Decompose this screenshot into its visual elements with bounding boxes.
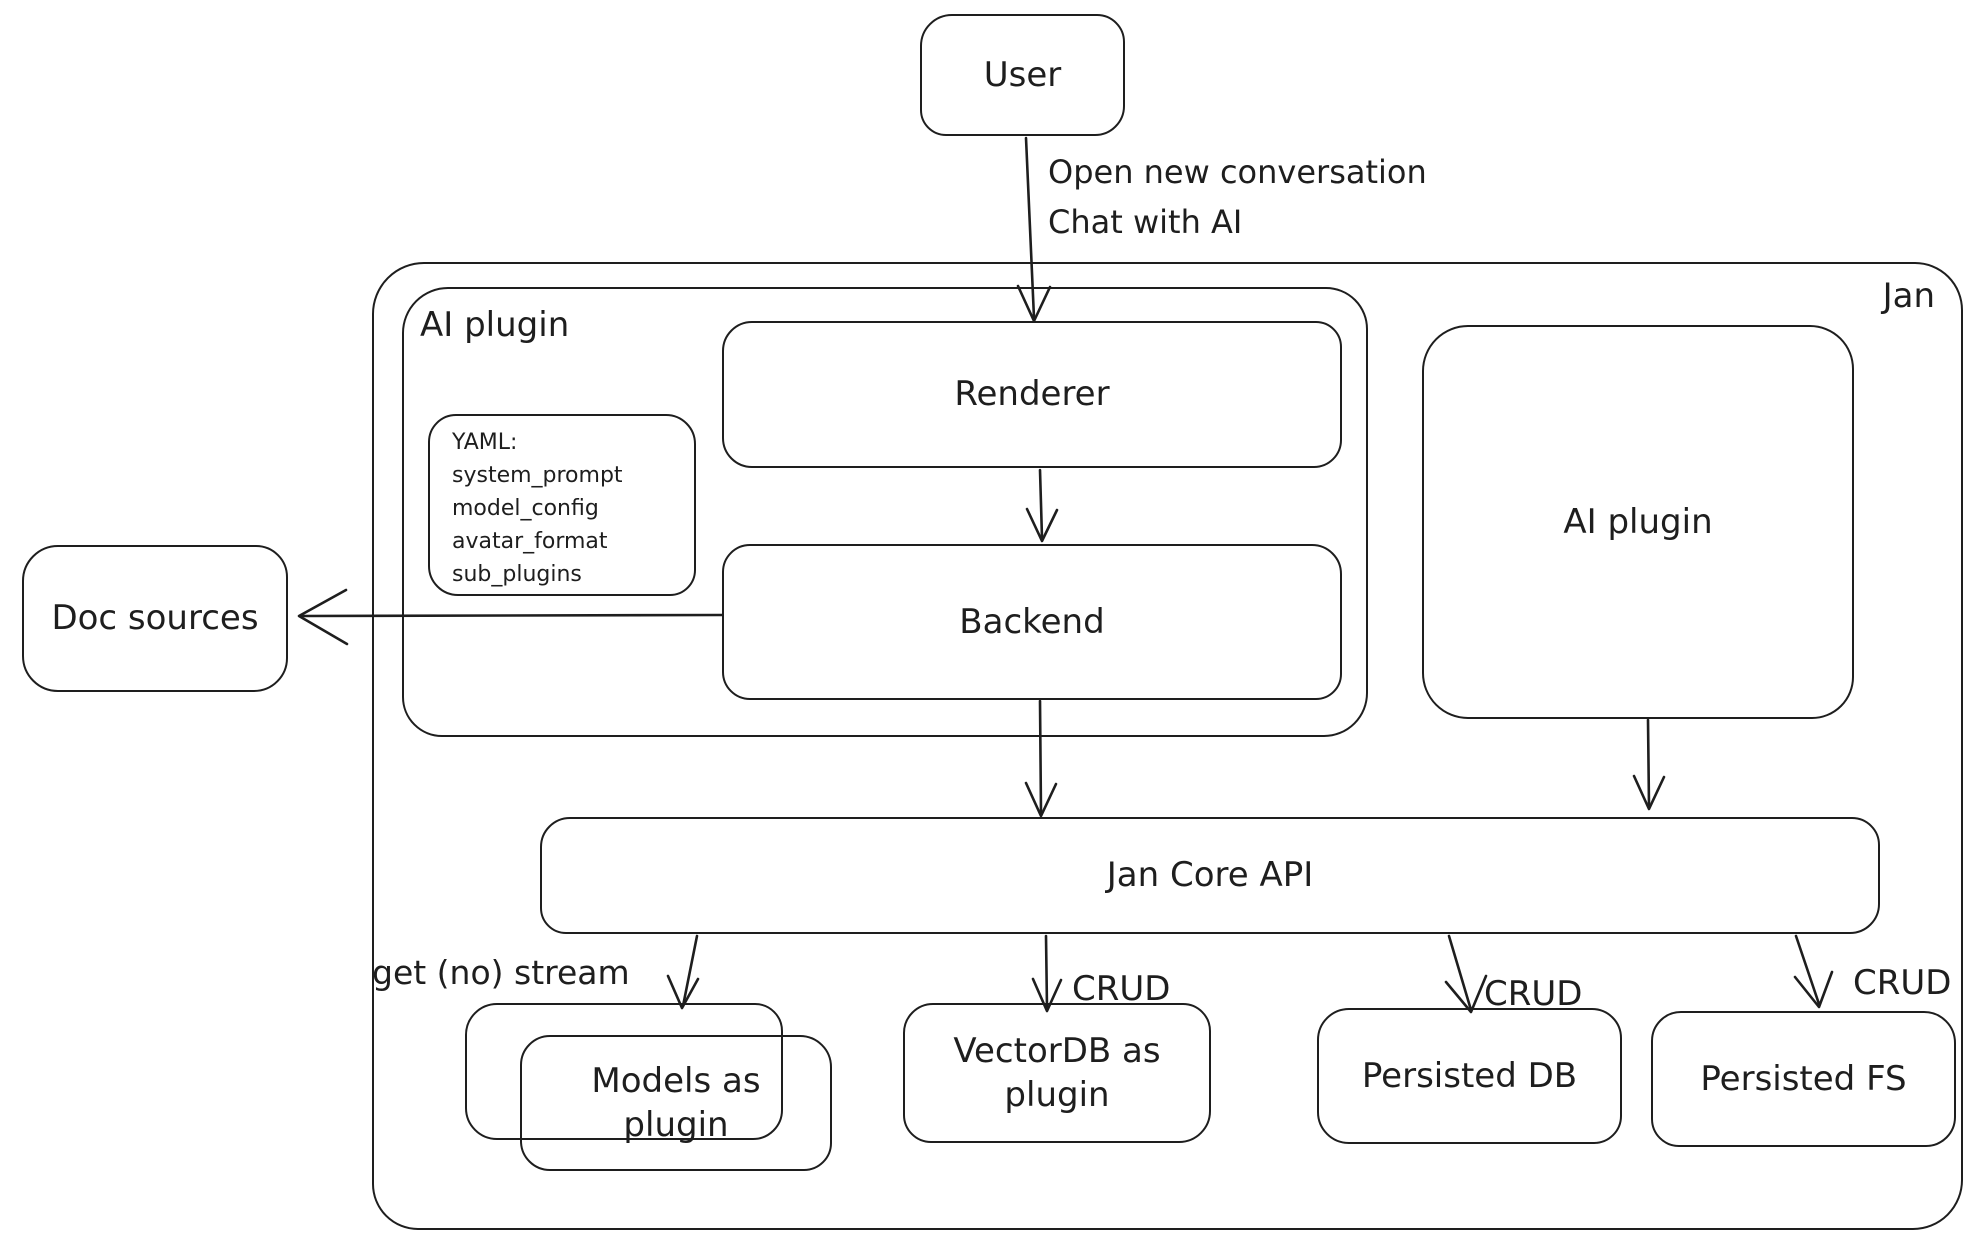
node-user-label: User [983,54,1062,95]
container-jan-label: Jan [1882,276,1935,316]
node-models-as-plugin-outer [465,1003,783,1140]
node-ai-plugin-right: AI plugin [1422,325,1854,719]
node-backend: Backend [722,544,1342,700]
node-jan-core-api-label: Jan Core API [1106,855,1314,896]
node-persisted-db: Persisted DB [1317,1008,1622,1144]
yaml-note-line: system_prompt [452,463,623,488]
container-ai-plugin-left-label: AI plugin [420,305,570,345]
container-ai-plugin-left: AI plugin [402,287,1368,737]
node-doc-sources-label: Doc sources [51,598,259,639]
edge-label-get-stream: get (no) stream [372,953,630,992]
node-backend-label: Backend [959,601,1105,642]
node-renderer: Renderer [722,321,1342,468]
node-ai-plugin-right-label: AI plugin [1563,501,1713,542]
node-persisted-fs: Persisted FS [1651,1011,1956,1147]
edge-label-user-flow: Open new conversation Chat with AI [1048,153,1427,241]
yaml-note-line: sub_plugins [452,562,582,587]
node-renderer-label: Renderer [954,374,1110,415]
container-jan: Jan [372,262,1963,1230]
edge-label-crud-persisted-db: CRUD [1484,974,1583,1014]
node-models-as-plugin-label: Models as plugin [591,1060,761,1145]
node-vectordb-as-plugin-label: VectorDB as plugin [953,1030,1161,1115]
node-persisted-fs-label: Persisted FS [1700,1058,1907,1099]
yaml-note-line: model_config [452,496,599,521]
yaml-note-line: avatar_format [452,529,608,554]
edge-label-crud-vectordb: CRUD [1072,969,1171,1009]
node-models-as-plugin: Models as plugin [520,1035,832,1171]
node-vectordb-as-plugin: VectorDB as plugin [903,1003,1211,1143]
node-doc-sources: Doc sources [22,545,288,692]
yaml-note-title: YAML: [452,430,518,455]
yaml-note: YAML: system_prompt model_config avatar_… [428,414,696,596]
node-jan-core-api: Jan Core API [540,817,1880,934]
edge-label-crud-persisted-fs: CRUD [1853,963,1952,1003]
node-user: User [920,14,1125,136]
node-persisted-db-label: Persisted DB [1361,1055,1578,1096]
